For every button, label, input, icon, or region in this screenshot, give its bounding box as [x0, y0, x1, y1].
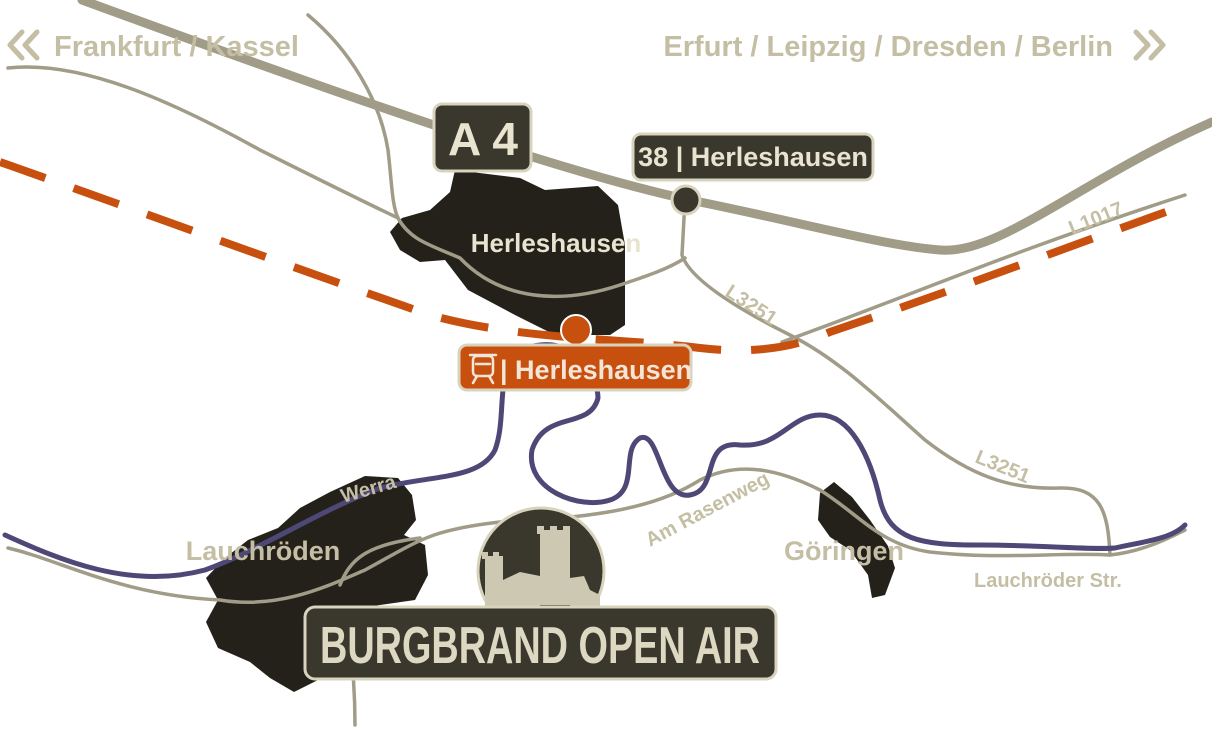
double-chevron-right-icon [1133, 29, 1166, 61]
castle-ruin-icon [482, 526, 600, 606]
road-label-l1017: L1017 [1066, 198, 1127, 240]
road-label-lauchroeder-str: Lauchröder Str. [974, 570, 1122, 592]
road-nw-curve [6, 65, 687, 299]
venue-marker: BURGBRAND OPEN AIR [303, 506, 778, 681]
autobahn-a4 [77, 0, 1212, 255]
road-l1017 [780, 193, 1187, 344]
road-north-vertical [306, 13, 400, 220]
train-icon [468, 353, 498, 385]
motorway-badge: A 4 [432, 102, 533, 173]
direction-west: Frankfurt / Kassel [7, 29, 299, 63]
road-l3251 [680, 198, 1112, 557]
direction-east: Erfurt / Leipzig / Dresden / Berlin [663, 29, 1166, 63]
exit-badge-label: 38 | Herleshausen [638, 142, 868, 172]
venue-label: BURGBRAND OPEN AIR [320, 617, 760, 675]
herleshausen-town-area [390, 170, 625, 335]
motorway-exit-marker [670, 184, 702, 216]
station-badge-label: | Herleshausen [500, 355, 692, 385]
river-werra [2, 342, 1188, 579]
railway-line [0, 158, 1187, 355]
place-label-herleshausen: Herleshausen [471, 228, 642, 258]
motorway-badge-label: A 4 [448, 113, 518, 165]
place-label-lauchroeden: Lauchröden [186, 536, 341, 566]
place-label-goeringen: Göringen [784, 536, 904, 566]
road-label-l3251-north: L3251 [721, 281, 781, 330]
direction-east-label: Erfurt / Leipzig / Dresden / Berlin [663, 31, 1113, 63]
road-lauchroeden-link [338, 536, 422, 587]
lauchroeden-town-area [206, 476, 428, 692]
double-chevron-left-icon [7, 29, 40, 61]
direction-west-label: Frankfurt / Kassel [54, 31, 299, 63]
road-lauchroeder-str [6, 467, 1187, 605]
station-marker [560, 314, 592, 346]
station-badge: | Herleshausen [457, 343, 693, 392]
goeringen-town-area [818, 482, 895, 598]
exit-badge: 38 | Herleshausen [631, 132, 875, 182]
